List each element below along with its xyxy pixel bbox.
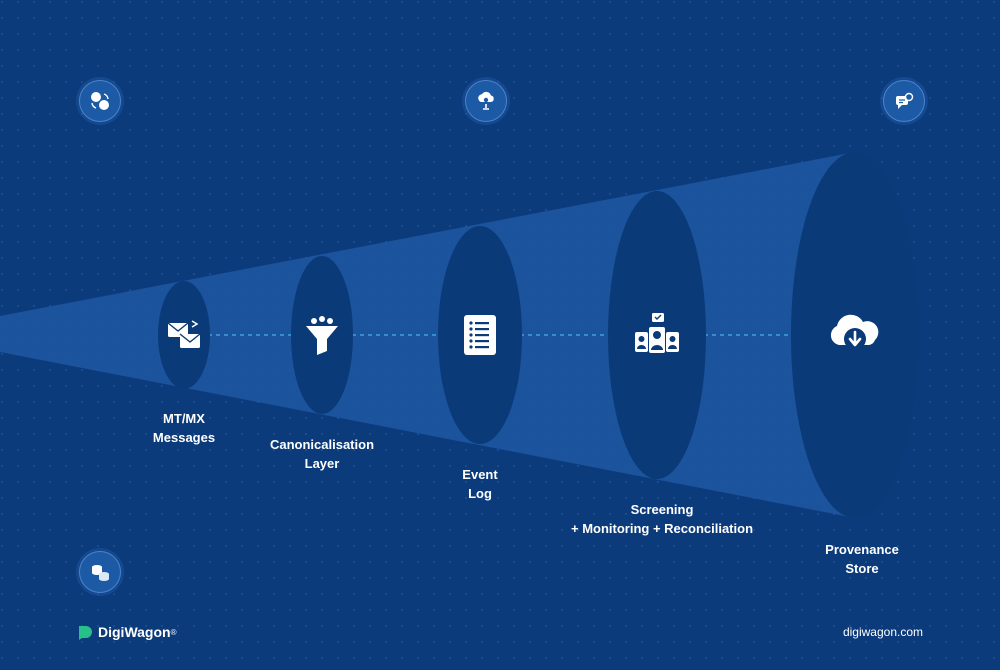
- cloud-person-icon: [465, 80, 507, 122]
- stage-label-line: Provenance: [825, 542, 899, 557]
- stage-label-screening: Screening + Monitoring + Reconciliation: [571, 500, 753, 538]
- website-link[interactable]: digiwagon.com: [842, 625, 923, 639]
- stage-label-event-log: Event Log: [462, 465, 497, 503]
- database-sync-icon: [79, 551, 121, 593]
- envelopes-icon: [167, 320, 201, 348]
- chat-settings-icon: [883, 80, 925, 122]
- stage-label-line: Layer: [304, 456, 340, 471]
- funnel-icon: [306, 316, 338, 355]
- stage-label-line: Canonicalisation: [269, 437, 375, 452]
- cloud-download-icon: [830, 314, 879, 350]
- brand-logo: DigiWagon®: [77, 624, 176, 640]
- list-document-icon: [464, 315, 496, 355]
- stage-label-line: Log: [468, 486, 492, 501]
- brand-registered-mark: ®: [170, 627, 177, 637]
- mt-mx-exchange-icon: [79, 80, 121, 122]
- stage-label-line: MT/MX: [163, 411, 205, 426]
- stage-label-mt-mx: MT/MX Messages: [153, 409, 215, 447]
- stage-label-line: Store: [845, 561, 879, 576]
- people-check-icon: [635, 313, 679, 353]
- stage-label-line: Screening: [630, 502, 694, 517]
- brand-name: DigiWagon: [98, 624, 171, 640]
- stage-label-line: Messages: [152, 430, 216, 445]
- digiwagon-logo-icon: [79, 626, 92, 640]
- stage-label-line: + Monitoring + Reconciliation: [570, 521, 754, 536]
- stage-label-canonicalisation: Canonicalisation Layer: [270, 435, 374, 473]
- stage-label-provenance: Provenance Store: [825, 540, 899, 578]
- stage-label-line: Event: [462, 467, 498, 482]
